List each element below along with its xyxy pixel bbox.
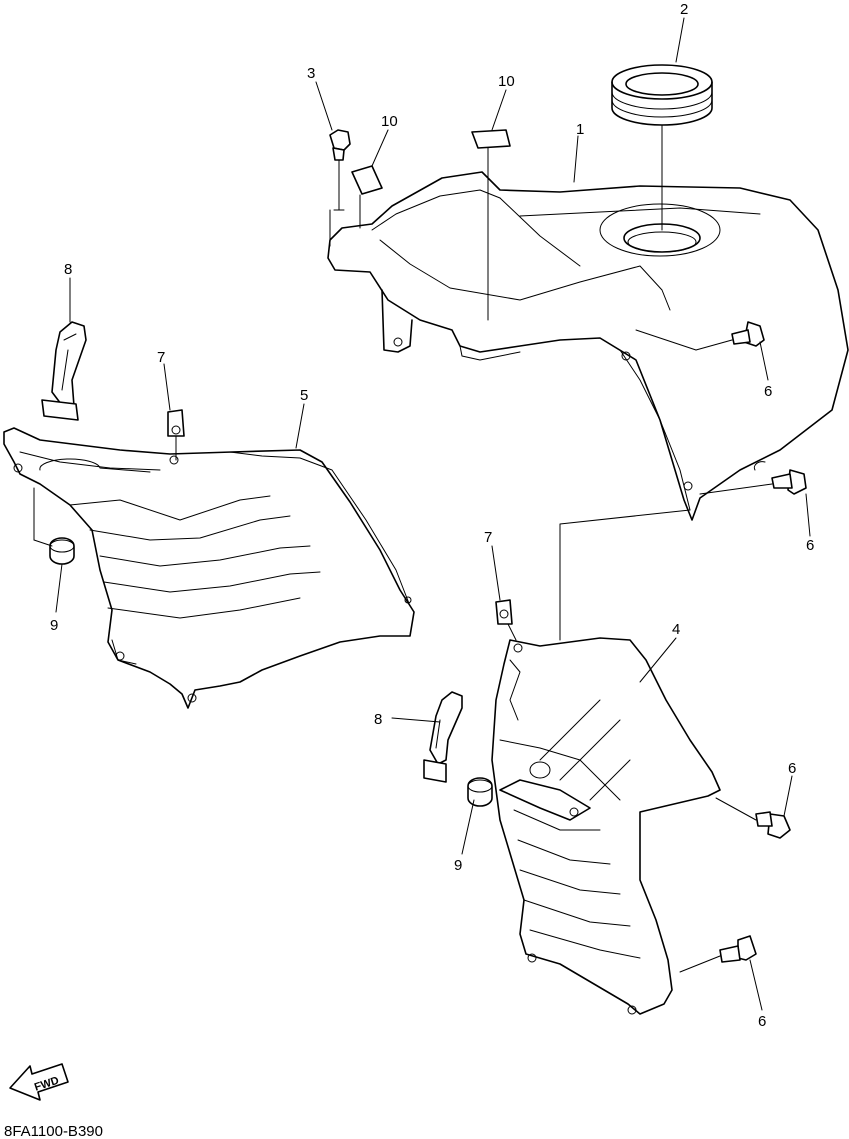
part-1-tank-cover <box>327 171 849 521</box>
part-5-left-side-cover <box>3 427 415 709</box>
callout-labels: 2 3 10 10 1 8 7 5 6 6 9 7 4 8 6 9 6 <box>50 1 814 1030</box>
callout-10-right: 10 <box>498 73 515 90</box>
part-8-strap-right <box>423 691 463 783</box>
callout-5: 5 <box>300 387 308 404</box>
callout-6-upper: 6 <box>764 383 772 400</box>
callout-2: 2 <box>680 1 688 18</box>
part-3-bolt <box>329 129 351 211</box>
callout-6-lower-b: 6 <box>758 1013 766 1030</box>
callout-4: 4 <box>672 621 680 638</box>
callout-8-right: 8 <box>374 711 382 728</box>
part-9-grommet-left <box>33 487 75 565</box>
callout-10-left: 10 <box>381 113 398 130</box>
part-10-pad-left <box>351 165 383 229</box>
fwd-arrow-icon: FWD <box>9 1063 69 1101</box>
part-7-clip-right <box>495 599 517 641</box>
callout-9-right: 9 <box>454 857 462 874</box>
part-6-screw-upper <box>695 321 765 351</box>
part-8-strap-left <box>41 321 87 421</box>
part-6-screw-lower-b <box>679 935 757 973</box>
callout-6-lower-a: 6 <box>788 760 796 777</box>
part-4-right-side-cover <box>491 637 721 1015</box>
part-10-pad-right <box>471 129 511 321</box>
callout-1: 1 <box>576 121 584 138</box>
callout-3: 3 <box>307 65 315 82</box>
part-2-cap-seal <box>611 64 713 231</box>
leader-lines <box>55 17 811 1011</box>
part-7-clip-left <box>167 409 185 461</box>
callout-7-right: 7 <box>484 529 492 546</box>
part-6-screw-lower-a <box>715 797 791 839</box>
callout-8-left: 8 <box>64 261 72 278</box>
callout-7-left: 7 <box>157 349 165 366</box>
callout-6-mid: 6 <box>806 537 814 554</box>
callout-9-left: 9 <box>50 617 58 634</box>
diagram-code: 8FA1100-B390 <box>4 1123 103 1139</box>
assembly-lines <box>329 209 697 641</box>
part-6-screw-mid <box>699 469 807 495</box>
part-9-grommet-right <box>467 777 493 807</box>
